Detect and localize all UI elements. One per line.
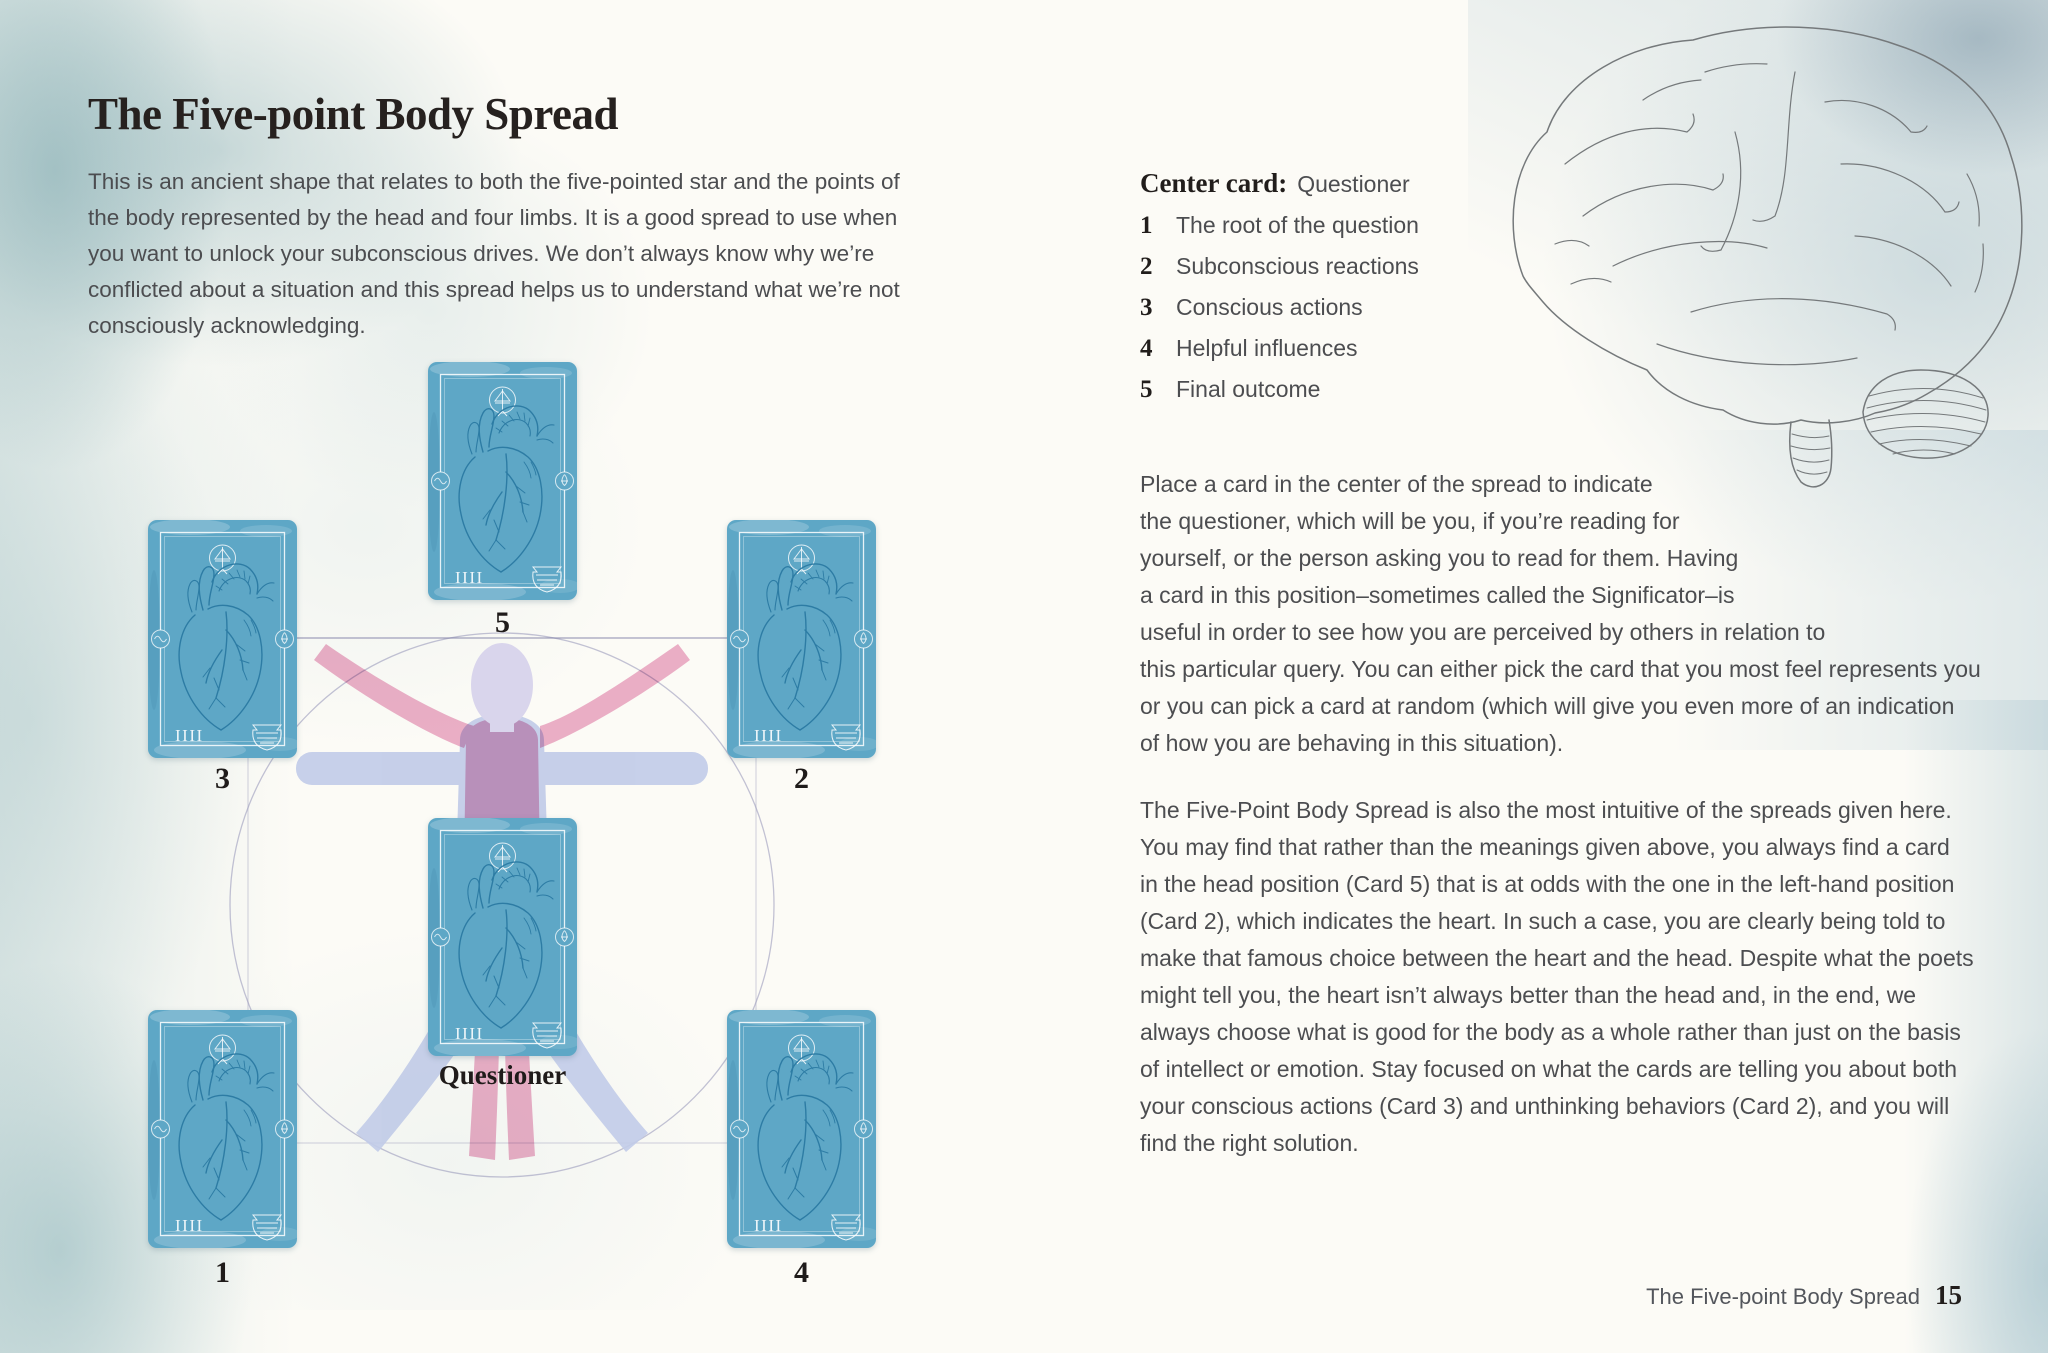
tarot-card-2 xyxy=(727,520,876,758)
position-number: 1 xyxy=(1140,212,1153,239)
card-label-3: 3 xyxy=(215,762,230,795)
vitruvian-geometry xyxy=(229,632,775,1178)
position-number: 5 xyxy=(1140,376,1153,403)
figure-head xyxy=(471,643,533,732)
center-card-label: Center card: xyxy=(1140,168,1288,198)
position-list: 1 The root of the question 2 Subconsciou… xyxy=(1140,212,1419,417)
body-paragraph-1: Place a card in the center of the spread… xyxy=(1140,471,1981,756)
card-label-1: 1 xyxy=(215,1256,230,1289)
center-card-heading: Center card: Questioner xyxy=(1140,168,1410,199)
position-number: 2 xyxy=(1140,253,1153,280)
card-label-4: 4 xyxy=(794,1256,809,1289)
position-list-item: 5 Final outcome xyxy=(1140,376,1419,417)
position-list-item: 3 Conscious actions xyxy=(1140,294,1419,335)
position-list-item: 2 Subconscious reactions xyxy=(1140,253,1419,294)
running-title: The Five-point Body Spread xyxy=(1646,1284,1920,1309)
position-number: 4 xyxy=(1140,335,1153,362)
tarot-card-center xyxy=(428,818,577,1056)
position-meaning: Final outcome xyxy=(1176,376,1321,402)
tarot-card-4 xyxy=(727,1010,876,1248)
card-label-5: 5 xyxy=(495,606,510,639)
position-meaning: Subconscious reactions xyxy=(1176,253,1419,279)
tarot-card-3 xyxy=(148,520,297,758)
page-title: The Five-point Body Spread xyxy=(88,89,619,140)
position-list-item: 1 The root of the question xyxy=(1140,212,1419,253)
card-label-questioner: Questioner xyxy=(438,1060,567,1090)
tarot-card-1 xyxy=(148,1010,297,1248)
body-paragraph-2: The Five-Point Body Spread is also the m… xyxy=(1140,797,1974,1156)
intro-paragraph: This is an ancient shape that relates to… xyxy=(88,169,900,338)
position-meaning: The root of the question xyxy=(1176,212,1419,238)
page-number: 15 xyxy=(1935,1280,1962,1310)
tarot-card-5 xyxy=(428,362,577,600)
position-meaning: Helpful influences xyxy=(1176,335,1358,361)
card-label-2: 2 xyxy=(794,762,809,795)
center-card-value: Questioner xyxy=(1297,171,1410,197)
brain-illustration xyxy=(1512,26,2023,488)
position-number: 3 xyxy=(1140,294,1153,321)
position-list-item: 4 Helpful influences xyxy=(1140,335,1419,376)
page-footer: The Five-point Body Spread 15 xyxy=(1646,1280,1962,1311)
position-meaning: Conscious actions xyxy=(1176,294,1363,320)
